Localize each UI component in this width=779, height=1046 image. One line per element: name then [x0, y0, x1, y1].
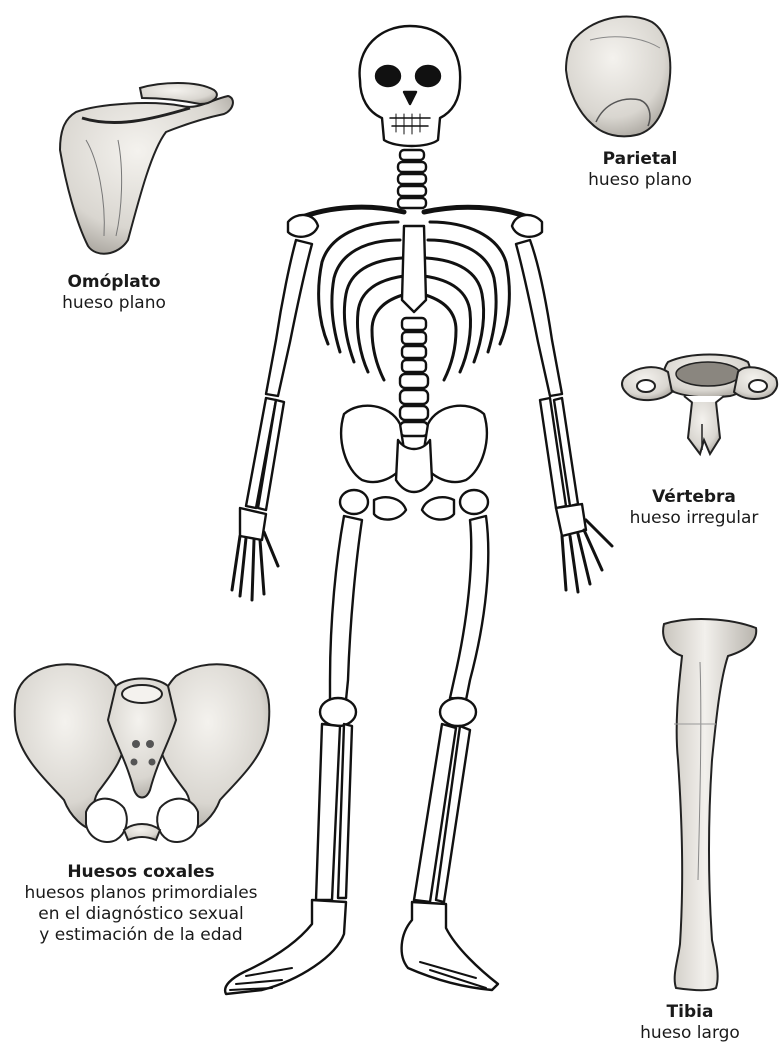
tibia-kind: hueso largo — [620, 1023, 760, 1044]
coxales-kind-line-1: huesos planos primordiales — [0, 883, 282, 904]
spine — [400, 318, 428, 436]
parietal-kind: hueso plano — [565, 170, 715, 191]
skeleton-drawing — [225, 26, 612, 994]
coxales-name: Huesos coxales — [0, 862, 282, 883]
vertebra-drawing — [622, 355, 777, 455]
hip-bones-drawing — [15, 664, 270, 842]
label-coxales: Huesos coxales huesos planos primordiale… — [0, 862, 282, 946]
coxales-kind-line-3: y estimación de la edad — [0, 925, 282, 946]
label-tibia: Tibia hueso largo — [620, 1002, 760, 1044]
coxales-kind-line-2: en el diagnóstico sexual — [0, 904, 282, 925]
vertebra-kind: hueso irregular — [614, 508, 774, 529]
tibia-drawing — [663, 619, 756, 990]
parietal-drawing — [566, 16, 670, 136]
omoplato-name: Omóplato — [34, 272, 194, 293]
cervical-spine — [398, 150, 426, 208]
label-vertebra: Vértebra hueso irregular — [614, 487, 774, 529]
label-parietal: Parietal hueso plano — [565, 149, 715, 191]
scapula-drawing — [60, 83, 233, 254]
parietal-name: Parietal — [565, 149, 715, 170]
tibia-name: Tibia — [620, 1002, 760, 1023]
omoplato-kind: hueso plano — [34, 293, 194, 314]
vertebra-name: Vértebra — [614, 487, 774, 508]
label-omoplato: Omóplato hueso plano — [34, 272, 194, 314]
